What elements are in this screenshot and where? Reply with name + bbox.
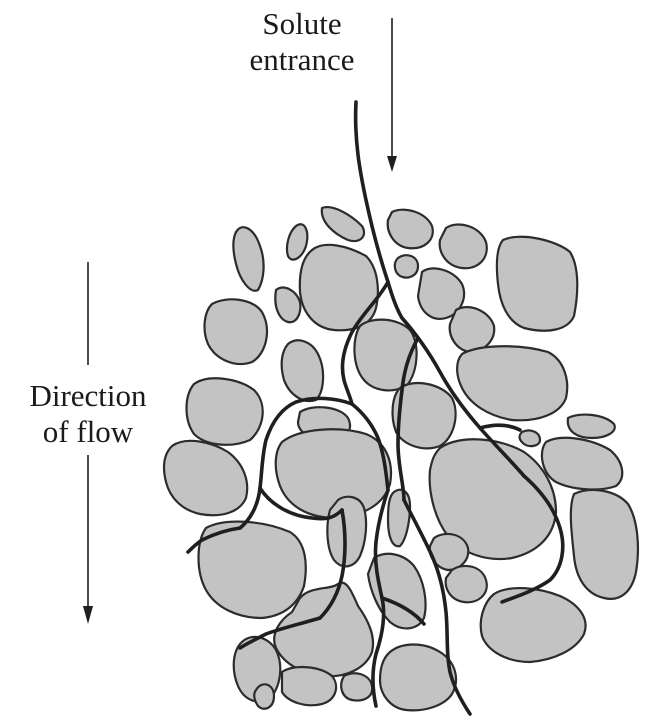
- soil-grain: [457, 346, 567, 420]
- soil-grain: [497, 237, 577, 331]
- soil-grain: [440, 224, 487, 268]
- soil-grain: [282, 340, 323, 401]
- soil-grain: [568, 415, 615, 438]
- soil-grains: [164, 207, 638, 710]
- flow-channel: [480, 425, 520, 430]
- soil-grain: [164, 441, 247, 515]
- soil-grain: [275, 288, 300, 323]
- soil-grain: [571, 490, 638, 599]
- soil-grain: [300, 245, 378, 330]
- soil-grain: [520, 430, 540, 446]
- soil-grain: [388, 210, 433, 249]
- direction-of-flow-arrow: [83, 262, 93, 624]
- soil-grain: [322, 207, 364, 241]
- soil-grain: [395, 255, 418, 277]
- soil-grain: [354, 320, 416, 391]
- soil-grain: [287, 224, 307, 259]
- soil-grain: [446, 566, 487, 602]
- soil-grain: [380, 645, 456, 711]
- soil-grain: [341, 673, 372, 700]
- soil-grain: [388, 490, 410, 547]
- soil-grain: [205, 299, 267, 364]
- soil-grain: [187, 378, 263, 444]
- soil-grain: [450, 307, 495, 352]
- soil-grain: [542, 438, 622, 490]
- soil-grain: [282, 667, 336, 705]
- soil-grain: [233, 227, 263, 291]
- soil-grain: [481, 588, 586, 662]
- soil-grain: [254, 684, 274, 708]
- soil-grain: [327, 497, 366, 567]
- solute-entrance-arrow: [387, 18, 397, 172]
